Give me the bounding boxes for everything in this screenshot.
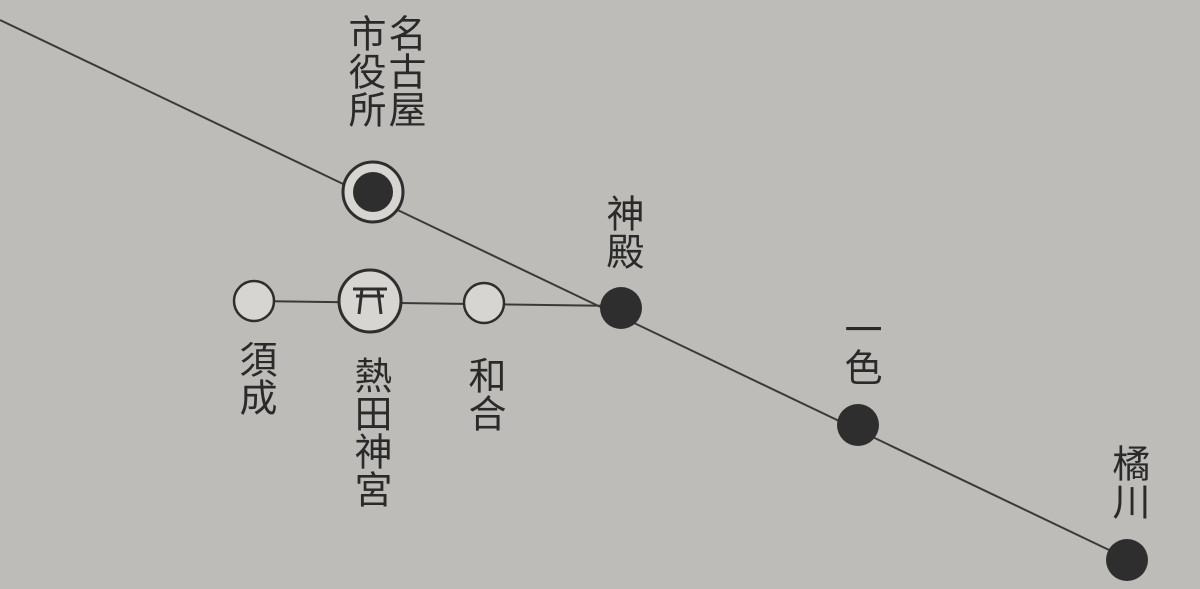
label-tachibanakawa: 橘川 <box>1106 444 1150 520</box>
station-atsuta-jingu <box>337 268 403 334</box>
label-nagoya-col2: 市役所 <box>342 14 386 128</box>
label-atsuta-jingu: 熱田神宮 <box>348 356 392 508</box>
label-nagoya-col1: 名古屋 <box>382 14 426 128</box>
label-isshiki: 一色 <box>838 310 882 386</box>
station-nagoya-shiyakusho <box>341 160 405 224</box>
branch-line <box>253 300 622 307</box>
label-kazuai: 和合 <box>462 356 506 432</box>
station-jinden <box>600 287 642 329</box>
station-suna <box>232 279 276 323</box>
label-jinden: 神殿 <box>600 194 644 270</box>
station-kazuai <box>462 281 506 325</box>
torii-icon <box>353 287 387 315</box>
station-isshiki <box>837 404 879 446</box>
label-suna: 須成 <box>233 340 277 416</box>
station-tachibanakawa <box>1106 539 1148 581</box>
main-line <box>0 19 1131 561</box>
